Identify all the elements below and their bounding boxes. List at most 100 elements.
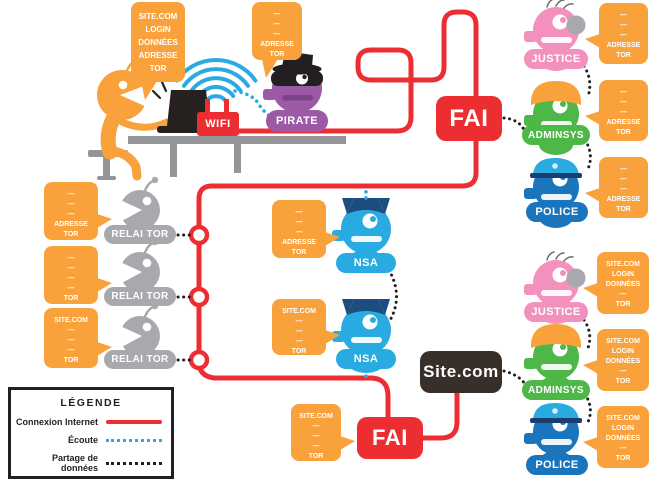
wifi-router-antennas (205, 99, 229, 113)
bubble-tail (141, 81, 157, 100)
relay-connection-nodes (188, 224, 210, 371)
bubble-line: DONNÉES (605, 281, 641, 288)
adminsys-top-label: ADMINSYS (522, 125, 590, 145)
bubble-tail (97, 341, 112, 356)
bubble-line: TOR (63, 295, 79, 302)
speech-bubble-adminsys1: — — — ADRESSE TOR (585, 80, 648, 141)
bubble-line: — (620, 22, 627, 29)
nsa-top-label: NSA (336, 253, 396, 273)
speech-bubble-nsa2: SITE.COM———TOR (272, 299, 340, 355)
legend-label-partage: Partage de données (51, 453, 98, 473)
police-top-label: POLICE (526, 202, 588, 222)
bubble-line: — (295, 338, 303, 345)
bubble-line: — (620, 176, 627, 183)
bubble-line: — (295, 209, 303, 216)
bubble-line: ADRESSE (282, 239, 316, 246)
bubble-line: — (67, 255, 75, 262)
bubble-line: TOR (149, 64, 167, 73)
bubble-line: LOGIN (611, 271, 635, 278)
bubble-line: — (273, 21, 281, 28)
bubble-line: — (67, 201, 75, 208)
bubble-line: TOR (615, 301, 631, 308)
bubble-line: SITE.COM (282, 308, 316, 315)
fai-bottom-box: FAI (357, 417, 423, 459)
bubble-line: — (67, 327, 75, 334)
bubble-tail (585, 110, 600, 125)
bubble-line: DONNÉES (605, 358, 641, 365)
speech-bubble-pirate: — — — ADRESSE TOR (252, 2, 302, 78)
bubble-line: — (312, 433, 320, 440)
speech-bubble-user: SITE.COM LOGIN DONNÉES ADRESSE TOR (131, 2, 185, 100)
bubble-line: ADRESSE (260, 41, 294, 48)
legend-line-solid-red (106, 420, 162, 424)
bubble-line: — (295, 328, 303, 335)
speech-bubble-relai2: ————TOR (44, 246, 112, 304)
bubble-line: — (273, 11, 281, 18)
bubble-line: — (67, 211, 75, 218)
bubble-tail (340, 435, 355, 450)
bubble-line: TOR (291, 249, 307, 256)
bubble-tail (585, 33, 600, 48)
relai-tor-3-figure (118, 302, 160, 356)
bubble-line: — (67, 285, 75, 292)
bubble-line: — (620, 12, 627, 19)
bubble-line: — (67, 347, 75, 354)
bubble-tail (325, 330, 340, 345)
police-bottom-label: POLICE (526, 455, 588, 475)
legend-row-connexion: Connexion Internet (16, 417, 162, 427)
bubble-line: SITE.COM (606, 338, 640, 345)
bubble-line: — (312, 443, 320, 450)
bubble-line: DONNÉES (138, 38, 178, 47)
bubble-line: SITE.COM (54, 317, 88, 324)
bubble-line: ADRESSE (606, 119, 641, 126)
bubble-line: — (620, 32, 627, 39)
bubble-line: TOR (615, 455, 631, 462)
bubble-line: TOR (616, 129, 631, 136)
bubble-line: LOGIN (611, 425, 635, 432)
fai-top-box: FAI (436, 96, 502, 141)
bubble-line: — (619, 291, 627, 298)
bubble-line: — (295, 229, 303, 236)
bubble-line: ADRESSE (606, 42, 641, 49)
bubble-line: — (312, 423, 320, 430)
legend-label-ecoute: Écoute (67, 435, 98, 445)
bubble-line: TOR (63, 357, 79, 364)
bubble-tail (583, 283, 598, 297)
bubble-line: ADRESSE (606, 196, 641, 203)
bubble-line: — (295, 219, 303, 226)
speech-bubble-relai3: SITE.COM———TOR (44, 308, 112, 368)
bubble-line: LOGIN (611, 348, 635, 355)
justice-bottom-label: JUSTICE (524, 302, 588, 322)
bubble-line: — (619, 445, 627, 452)
adminsys-bottom-label: ADMINSYS (522, 380, 590, 400)
bubble-line: ADRESSE (138, 51, 178, 60)
legend-row-partage: Partage de données (16, 453, 162, 473)
legend-line-dotted-blue (106, 438, 162, 442)
bubble-tail (583, 437, 598, 451)
bubble-line: SITE.COM (138, 12, 178, 21)
relai-tor-1-figure (118, 176, 160, 230)
relai-tor-1-label: RELAI TOR (104, 225, 176, 244)
bubble-line: — (273, 31, 281, 38)
bubble-line: — (620, 109, 627, 116)
bubble-tail (97, 278, 112, 293)
bubble-line: — (620, 89, 627, 96)
site-com-box: Site.com (420, 351, 502, 393)
bubble-line: TOR (269, 51, 285, 58)
bubble-line: — (67, 191, 75, 198)
bubble-line: TOR (291, 348, 307, 355)
bubble-line: — (620, 99, 627, 106)
bubble-line: LOGIN (145, 25, 171, 34)
relai-tor-3-label: RELAI TOR (104, 350, 176, 369)
bubble-line: — (619, 368, 627, 375)
bubble-tail (97, 214, 112, 229)
legend-title: LÉGENDE (60, 397, 122, 409)
legend-row-ecoute: Écoute (16, 435, 162, 445)
wifi-router-box: WIFI (197, 112, 239, 136)
nsa-bottom-label: NSA (336, 349, 396, 369)
